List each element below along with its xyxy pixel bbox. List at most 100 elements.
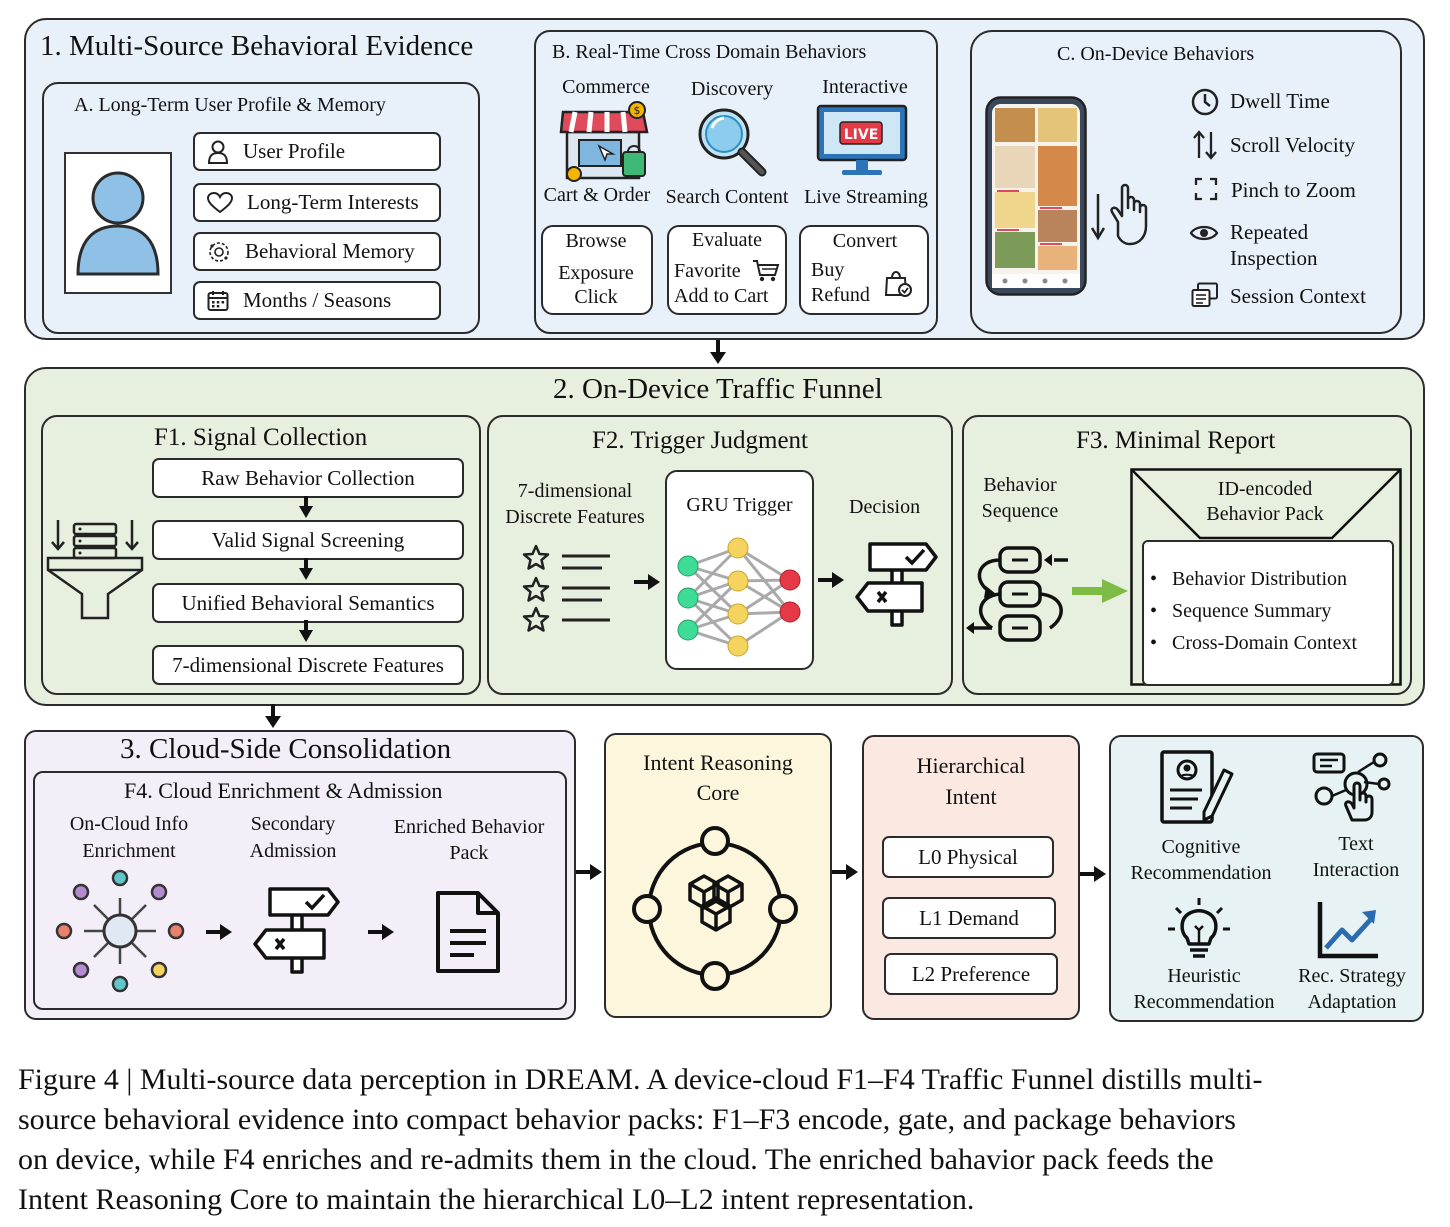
star-list-icon bbox=[522, 544, 610, 632]
action-convert-line1: Buy bbox=[811, 259, 845, 281]
f1-step-unified-semantics: Unified Behavioral Semantics bbox=[152, 583, 464, 623]
profile-item-user-profile: User Profile bbox=[193, 132, 441, 171]
pack-contents-box bbox=[1142, 540, 1394, 686]
profile-item-label: Months / Seasons bbox=[243, 288, 392, 312]
green-arrow-to-pack bbox=[1072, 579, 1128, 603]
action-evaluate-line1: Favorite bbox=[674, 260, 741, 282]
arrow-gru-to-decision bbox=[818, 572, 844, 588]
f4-col2-line2: Admission bbox=[249, 840, 337, 862]
live-monitor-icon: LIVE bbox=[816, 104, 908, 175]
up-down-arrows-icon bbox=[1193, 130, 1217, 160]
action-browse-line1: Exposure bbox=[558, 262, 634, 284]
figure-caption: Figure 4 | Multi-source data perception … bbox=[18, 1060, 1438, 1220]
output-heuristic-line2: Recommendation bbox=[1133, 991, 1275, 1013]
action-browse bbox=[541, 225, 653, 315]
f4-col1-line2: Enrichment bbox=[82, 840, 176, 862]
arrow-section2-to-section3 bbox=[265, 704, 281, 728]
intent-level-l2: L2 Preference bbox=[884, 953, 1058, 995]
profile-item-label: Behavioral Memory bbox=[245, 239, 415, 263]
reasoning-cubes-icon bbox=[632, 826, 798, 991]
pack-title-line1: ID-encoded bbox=[1217, 478, 1313, 500]
clock-icon bbox=[1191, 88, 1219, 116]
f4-col3-line2: Pack bbox=[449, 842, 489, 864]
smartphone-feed-icon bbox=[985, 96, 1087, 296]
arrow-section1-to-section2 bbox=[710, 340, 726, 364]
brain-gear-icon bbox=[209, 241, 229, 262]
profile-item-behavioral-memory: Behavioral Memory bbox=[193, 232, 441, 271]
live-badge: LIVE bbox=[844, 127, 879, 143]
eye-icon bbox=[1189, 225, 1219, 241]
admission-signpost-icon bbox=[253, 887, 340, 974]
shop-icon: $ bbox=[559, 101, 649, 182]
trend-chart-icon bbox=[1317, 902, 1378, 959]
output-heuristic-line1: Heuristic bbox=[1167, 965, 1241, 987]
f4-title: F4. Cloud Enrichment & Admission bbox=[124, 778, 443, 803]
intent-title-line2: Intent bbox=[945, 784, 997, 809]
action-browse-title: Browse bbox=[565, 230, 627, 252]
gru-trigger-label: GRU Trigger bbox=[686, 494, 793, 516]
profile-item-long-term-interests: Long-Term Interests bbox=[193, 183, 441, 222]
f1-step-label: Unified Behavioral Semantics bbox=[181, 590, 435, 615]
ondevice-item-dwell-time: Dwell Time bbox=[1230, 89, 1330, 113]
gru-network-icon bbox=[677, 537, 801, 657]
arrow-intent-to-outputs bbox=[1080, 866, 1106, 882]
section3-title: 3. Cloud-Side Consolidation bbox=[120, 733, 452, 765]
pinch-zoom-icon bbox=[1194, 177, 1218, 201]
ondevice-item-inspection: Inspection bbox=[1230, 246, 1318, 270]
pack-bullet-label: Behavior Distribution bbox=[1172, 568, 1347, 590]
output-text-line1: Text bbox=[1338, 833, 1374, 855]
decision-signpost-icon bbox=[855, 542, 938, 627]
core-title-line1: Intent Reasoning bbox=[643, 750, 793, 775]
magnifier-icon bbox=[698, 108, 767, 177]
f1-step-label: Raw Behavior Collection bbox=[201, 465, 415, 490]
pack-bullet-label: Sequence Summary bbox=[1172, 600, 1332, 622]
ondevice-item-repeated: Repeated bbox=[1230, 220, 1309, 244]
arrow-admission-to-pack bbox=[368, 924, 394, 940]
pack-bullet-summary: • Sequence Summary bbox=[1150, 600, 1332, 622]
f1-step-valid-screening: Valid Signal Screening bbox=[152, 520, 464, 560]
f4-col2-line1: Secondary bbox=[250, 813, 336, 835]
profile-document-icon bbox=[1160, 750, 1234, 824]
ondevice-title: C. On-Device Behaviors bbox=[1057, 43, 1255, 65]
action-evaluate bbox=[667, 225, 787, 315]
action-browse-line2: Click bbox=[574, 286, 618, 308]
pack-bullet-context: • Cross-Domain Context bbox=[1150, 632, 1358, 654]
swipe-hand-icon bbox=[1090, 183, 1148, 246]
f3-title: F3. Minimal Report bbox=[1076, 427, 1276, 454]
arrow-core-to-intent bbox=[832, 864, 858, 880]
f2-input-label-line1: 7-dimensional bbox=[517, 480, 633, 502]
behavior-sequence-icon bbox=[966, 546, 1068, 642]
ondevice-item-session-context: Session Context bbox=[1230, 284, 1366, 308]
intent-level-label: L1 Demand bbox=[919, 905, 1019, 930]
behavior-sequence-line1: Behavior bbox=[983, 474, 1057, 496]
output-text-line2: Interaction bbox=[1312, 859, 1400, 881]
pack-bullet-label: Cross-Domain Context bbox=[1172, 632, 1358, 654]
caption-line-3: on device, while F4 enriches and re-admi… bbox=[18, 1143, 1214, 1176]
action-convert-line2: Refund bbox=[811, 284, 870, 306]
output-cognitive-line1: Cognitive bbox=[1161, 836, 1241, 858]
domain-label-discovery: Discovery bbox=[690, 78, 774, 100]
profile-item-months-seasons: Months / Seasons bbox=[193, 281, 441, 320]
section2-title: 2. On-Device Traffic Funnel bbox=[553, 373, 883, 405]
caption-line-4: Intent Reasoning Core to maintain the hi… bbox=[18, 1183, 975, 1216]
action-evaluate-title: Evaluate bbox=[692, 229, 762, 251]
f1-step-discrete-features: 7-dimensional Discrete Features bbox=[152, 645, 464, 685]
funnel-server-icon bbox=[46, 520, 144, 620]
f1-step-label: 7-dimensional Discrete Features bbox=[172, 652, 444, 677]
behavior-sequence-line2: Sequence bbox=[981, 500, 1059, 522]
core-title-line2: Core bbox=[696, 780, 740, 805]
user-icon bbox=[207, 140, 229, 164]
realtime-title: B. Real-Time Cross Domain Behaviors bbox=[552, 41, 867, 63]
heart-icon bbox=[206, 191, 234, 213]
output-strategy-line2: Adaptation bbox=[1307, 991, 1397, 1013]
ondevice-item-pinch-zoom: Pinch to Zoom bbox=[1231, 178, 1356, 202]
f1-step-arrows bbox=[299, 496, 313, 642]
lightbulb-icon bbox=[1168, 898, 1230, 958]
domain-sub-search-content: Search Content bbox=[665, 186, 789, 208]
caption-line-2: source behavioral evidence into compact … bbox=[18, 1103, 1236, 1136]
section1-title: 1. Multi-Source Behavioral Evidence bbox=[40, 30, 474, 62]
intent-level-label: L0 Physical bbox=[918, 844, 1018, 869]
domain-sub-cart-order: Cart & Order bbox=[543, 184, 651, 206]
intent-title-line1: Hierarchical bbox=[916, 753, 1026, 778]
session-icon bbox=[1191, 282, 1218, 307]
